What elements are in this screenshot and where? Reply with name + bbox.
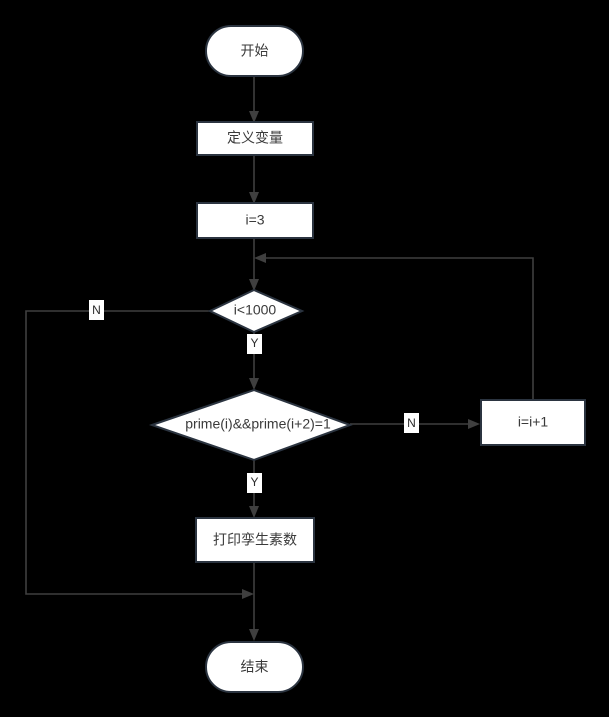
node-start[interactable]: 开始 [205, 25, 304, 77]
edge-label-cond1-yes: Y [250, 336, 258, 350]
edge-init-to-cond1 [249, 238, 259, 291]
edge-line [262, 257, 534, 400]
node-init-i[interactable]: i=3 [196, 202, 314, 239]
node-incr-shape[interactable] [480, 399, 586, 446]
node-define-variables[interactable]: 定义变量 [196, 121, 314, 156]
arrow-head [249, 378, 259, 390]
node-condition-twin-prime[interactable]: prime(i)&&prime(i+2)=1 [148, 388, 353, 462]
node-init-shape[interactable] [196, 202, 314, 239]
edge-label-background [247, 334, 262, 354]
node-cond2-shape[interactable] [148, 388, 353, 462]
edge-define-to-init [249, 155, 259, 204]
arrow-head [468, 419, 480, 429]
node-cond1-label: i<1000 [234, 302, 277, 318]
node-condition-i-lt-1000[interactable]: i<1000 [207, 288, 305, 334]
edge-cond2-yes-to-print: Y [247, 460, 262, 518]
node-print-label: 打印孪生素数 [213, 532, 297, 548]
node-end-shape[interactable] [205, 641, 304, 693]
node-cond1-shape[interactable] [207, 288, 305, 334]
node-define-label: 定义变量 [227, 130, 283, 146]
arrow-head [242, 589, 254, 599]
arrow-head [249, 279, 259, 291]
arrow-head [249, 111, 259, 123]
edge-cond2-no-to-incr: N [350, 413, 480, 433]
edge-cond1-yes-to-cond2: Y [247, 332, 262, 390]
edge-cond1-no-to-end: N [25, 300, 254, 599]
node-incr-label: i=i+1 [518, 414, 549, 430]
node-end-label: 结束 [241, 659, 269, 675]
edge-label-cond2-yes: Y [250, 475, 258, 489]
node-end[interactable]: 结束 [205, 641, 304, 693]
edge-label-cond1-no: N [92, 303, 101, 317]
node-increment-i[interactable]: i=i+1 [480, 399, 586, 446]
edge-label-background [404, 413, 419, 433]
arrow-head [249, 506, 259, 518]
edge-line [25, 310, 246, 595]
edge-label-background [247, 473, 262, 493]
edge-print-to-end [249, 562, 259, 641]
node-init-label: i=3 [245, 212, 264, 228]
edge-incr-to-cond1 [254, 253, 534, 400]
edge-label-background [89, 300, 104, 320]
edge-label-cond2-no: N [407, 416, 416, 430]
node-start-shape[interactable] [205, 25, 304, 77]
node-print-shape[interactable] [195, 517, 315, 563]
node-start-label: 开始 [241, 43, 269, 59]
node-cond2-label: prime(i)&&prime(i+2)=1 [185, 416, 331, 432]
arrow-head [249, 629, 259, 641]
arrow-head [249, 192, 259, 204]
arrow-head [254, 253, 266, 263]
node-define-shape[interactable] [196, 121, 314, 156]
node-print-twin-primes[interactable]: 打印孪生素数 [195, 517, 315, 563]
edge-start-to-define [249, 76, 259, 123]
